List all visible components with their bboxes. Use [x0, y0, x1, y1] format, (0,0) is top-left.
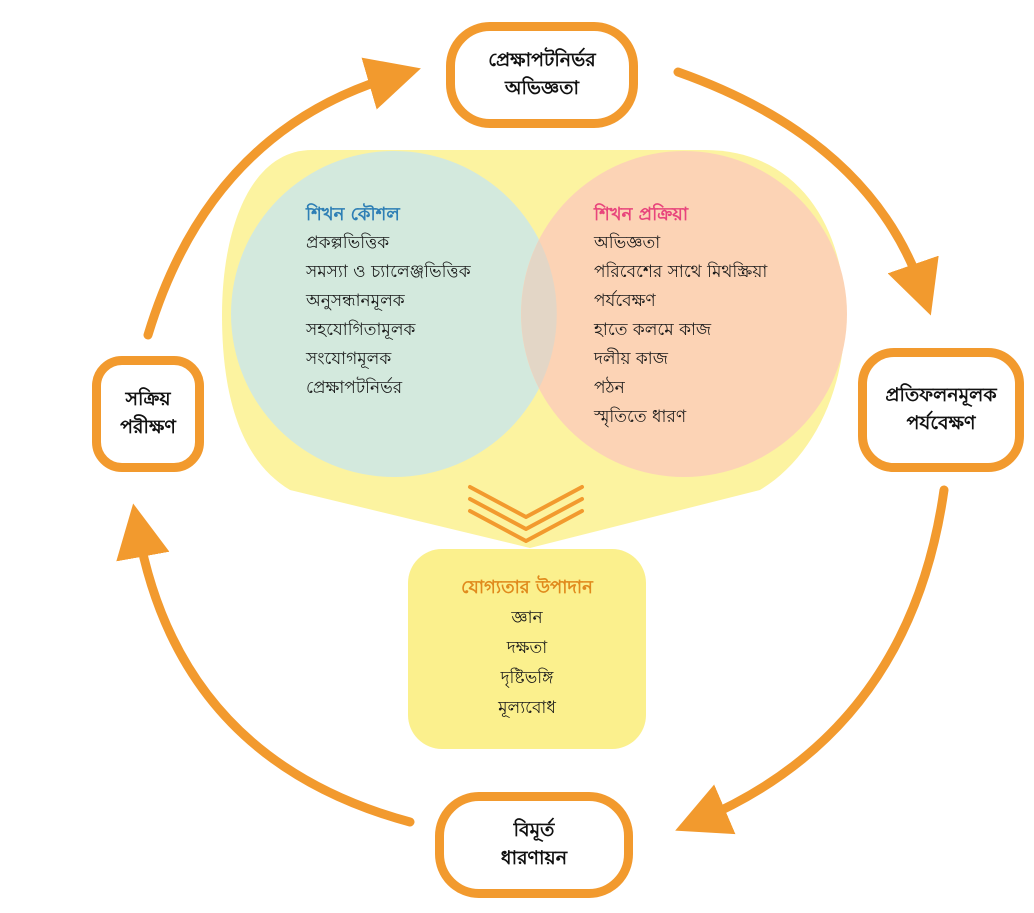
list-item: অভিজ্ঞতা: [594, 233, 661, 253]
list-item: দক্ষতা: [506, 638, 548, 658]
arrow-bottom-to-left: [116, 503, 415, 827]
list-item: সমস্যা ও চ্যালেঞ্জভিত্তিক: [306, 262, 471, 282]
list-item: পর্যবেক্ষণ: [594, 291, 656, 311]
strategies-list: প্রকল্পভিত্তিক সমস্যা ও চ্যালেঞ্জভিত্তিক…: [306, 229, 471, 403]
node-bottom-line2: ধারণায়ন: [500, 847, 568, 869]
components-list: জ্ঞান দক্ষতা দৃষ্টিভঙ্গি মূল্যবোধ: [408, 603, 646, 723]
learning-strategies: শিখন কৌশল প্রকল্পভিত্তিক সমস্যা ও চ্যালে…: [306, 200, 471, 403]
node-top-line2: অভিজ্ঞতা: [505, 77, 579, 99]
node-top-line1: প্রেক্ষাপটনির্ভর: [488, 49, 596, 72]
node-active-experimentation: সক্রিয় পরীক্ষণ: [92, 356, 204, 472]
list-item: স্মৃতিতে ধারণ: [594, 407, 687, 427]
node-right-line2: পর্যবেক্ষণ: [906, 412, 976, 434]
arrow-right-to-bottom: [675, 485, 949, 835]
list-item: জ্ঞান: [511, 608, 543, 628]
components-heading: যোগ্যতার উপাদান: [461, 577, 593, 598]
list-item: পরিবেশের সাথে মিথস্ক্রিয়া: [594, 262, 768, 282]
strategies-heading: শিখন কৌশল: [306, 204, 400, 225]
list-item: হাতে কলমে কাজ: [594, 320, 712, 340]
node-abstract-conceptualization: বিমূর্ত ধারণায়ন: [435, 792, 633, 898]
arrow-left-to-top: [143, 57, 421, 340]
node-contextual-experience: প্রেক্ষাপটনির্ভর অভিজ্ঞতা: [446, 22, 638, 128]
overlap-lens: [521, 240, 557, 388]
list-item: সংযোগমূলক: [306, 349, 392, 369]
node-left-line1: সক্রিয়: [125, 388, 171, 411]
list-item: সহযোগিতামূলক: [306, 320, 416, 340]
learning-processes: শিখন প্রক্রিয়া অভিজ্ঞতা পরিবেশের সাথে ম…: [594, 200, 767, 432]
list-item: দৃষ্টিভঙ্গি: [500, 668, 554, 688]
list-item: দলীয় কাজ: [594, 349, 668, 369]
processes-heading: শিখন প্রক্রিয়া: [594, 204, 689, 225]
list-item: প্রেক্ষাপটনির্ভর: [306, 378, 403, 398]
node-left-line2: পরীক্ষণ: [120, 416, 176, 438]
strategy-circle: [231, 151, 557, 477]
list-item: মূল্যবোধ: [498, 698, 556, 718]
processes-list: অভিজ্ঞতা পরিবেশের সাথে মিথস্ক্রিয়া পর্য…: [594, 229, 767, 432]
process-circle: [521, 151, 847, 477]
competency-components: যোগ্যতার উপাদান জ্ঞান দক্ষতা দৃষ্টিভঙ্গি…: [408, 549, 646, 749]
list-item: প্রকল্পভিত্তিক: [306, 233, 390, 253]
list-item: পঠন: [594, 378, 625, 398]
node-bottom-line1: বিমূর্ত: [513, 819, 555, 842]
node-right-line1: প্রতিফলনমূলক: [885, 384, 997, 407]
list-item: অনুসন্ধানমূলক: [306, 291, 405, 311]
node-reflective-observation: প্রতিফলনমূলক পর্যবেক্ষণ: [858, 348, 1024, 472]
chevron-down-icon: [468, 485, 584, 543]
arrow-top-to-right: [673, 67, 939, 316]
